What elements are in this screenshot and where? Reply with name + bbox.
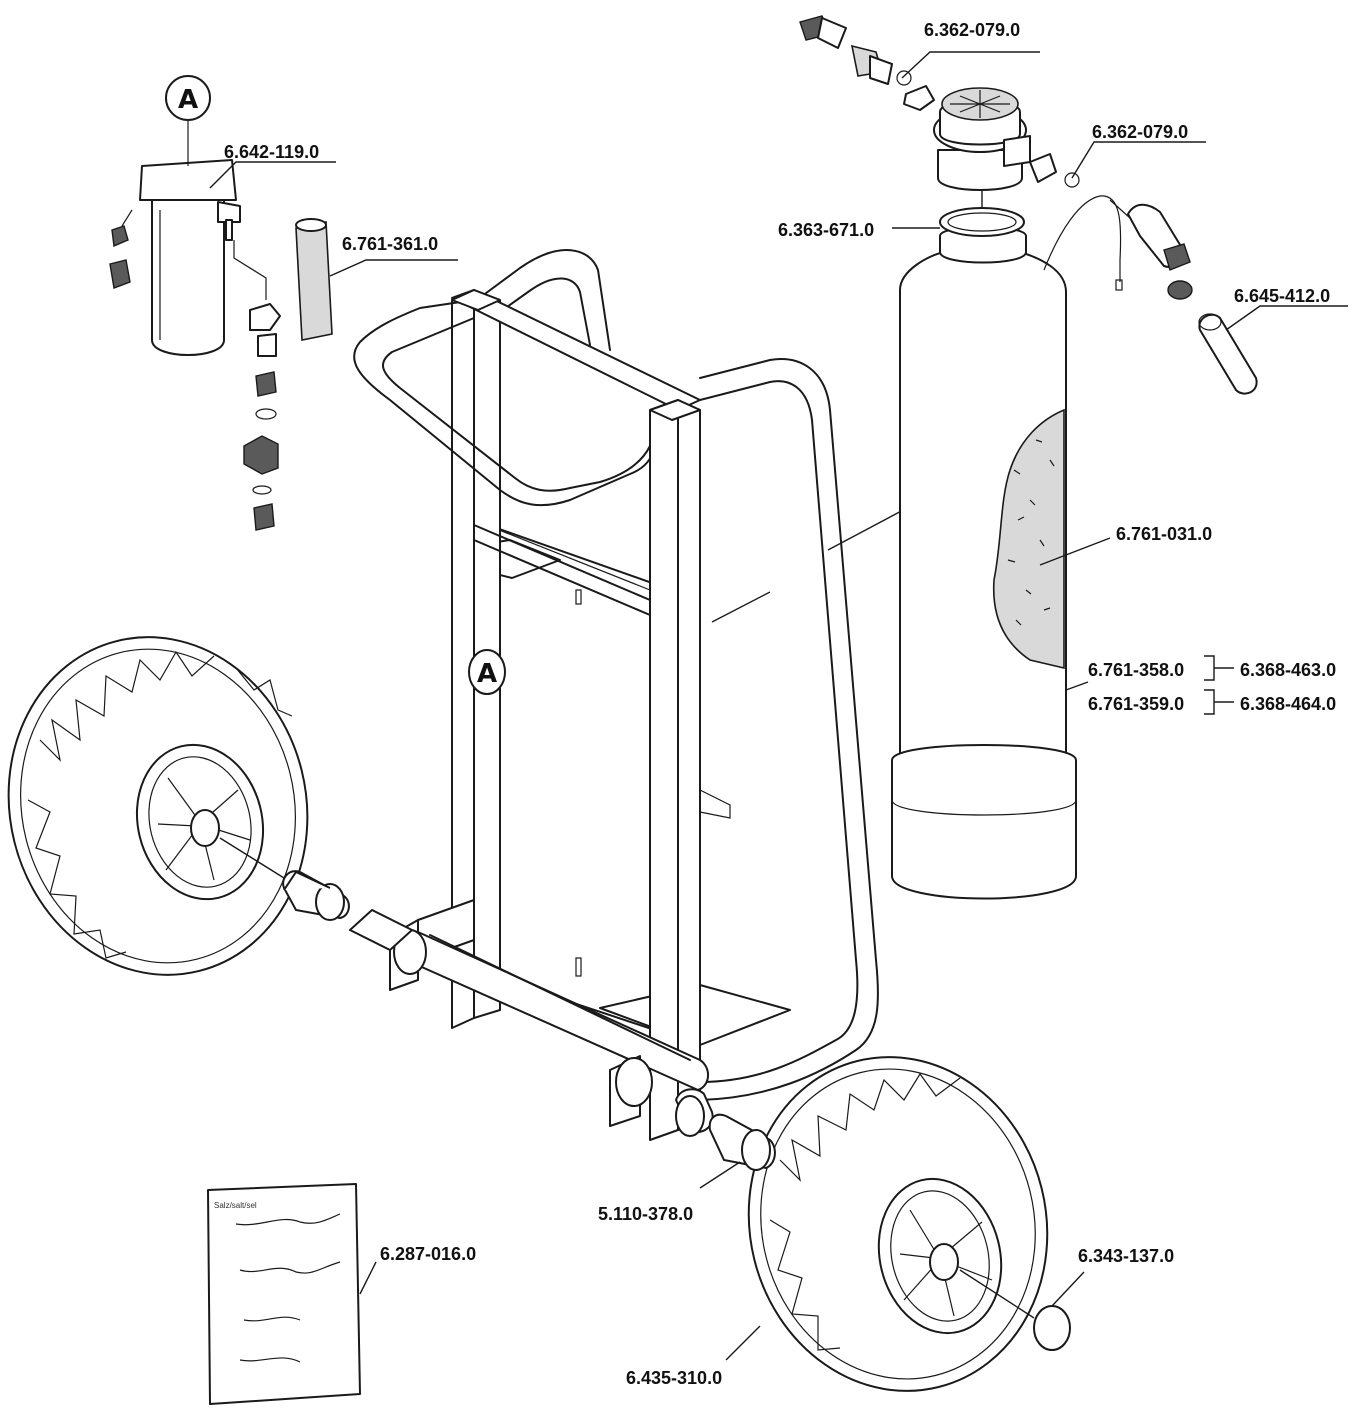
right-spacer [708, 1113, 776, 1171]
label-tank-b-set: 6.368-464.0 [1240, 694, 1336, 714]
label-wheel: 6.435-310.0 [626, 1368, 722, 1388]
control-valve [799, 15, 1193, 300]
label-hub-cap: 6.343-137.0 [1078, 1246, 1174, 1266]
trolley-frame [349, 249, 923, 1141]
label-filter-housing: 6.642-119.0 [224, 142, 319, 162]
left-spacer [219, 837, 350, 921]
label-tank-a-set: 6.368-463.0 [1240, 660, 1336, 680]
label-valve-screw-top: 6.362-079.0 [924, 20, 1020, 40]
label-tube-sleeve: 6.761-361.0 [342, 234, 438, 254]
hub-cap [1033, 1305, 1071, 1351]
salt-bag-print: Salz/salt/sel [214, 1201, 257, 1210]
left-wheel [7, 636, 309, 976]
hose-piece [1198, 313, 1258, 395]
label-tank-a: 6.761-358.0 [1088, 660, 1184, 680]
callout-marker-filter-text: A [178, 85, 198, 115]
label-salt-bag: 6.287-016.0 [380, 1244, 476, 1264]
leader-lines [209, 51, 1348, 1361]
label-axle-spacer: 5.110-378.0 [598, 1204, 693, 1224]
label-hose-piece: 6.645-412.0 [1234, 286, 1330, 306]
callout-marker-plate-text: A [477, 659, 497, 689]
callout-marker-plate: A [468, 649, 506, 695]
label-resin-filling: 6.761-031.0 [1116, 524, 1212, 544]
tube-sleeve [295, 218, 333, 341]
callout-marker-filter: A [165, 75, 211, 121]
part-labels: 6.362-079.0 6.362-079.0 6.642-119.0 6.76… [224, 20, 1336, 1388]
tank-seal-ring [939, 207, 1025, 237]
filter-housing [109, 120, 267, 356]
right-wheel [747, 1056, 1049, 1392]
resin-tank [891, 195, 1122, 900]
label-tank-b: 6.761-359.0 [1088, 694, 1184, 714]
label-tank-seal-ring: 6.363-671.0 [778, 220, 874, 240]
salt-bag: Salz/salt/sel [207, 1183, 361, 1405]
label-valve-screw-right: 6.362-079.0 [1092, 122, 1188, 142]
filter-fittings-stack [243, 303, 281, 531]
